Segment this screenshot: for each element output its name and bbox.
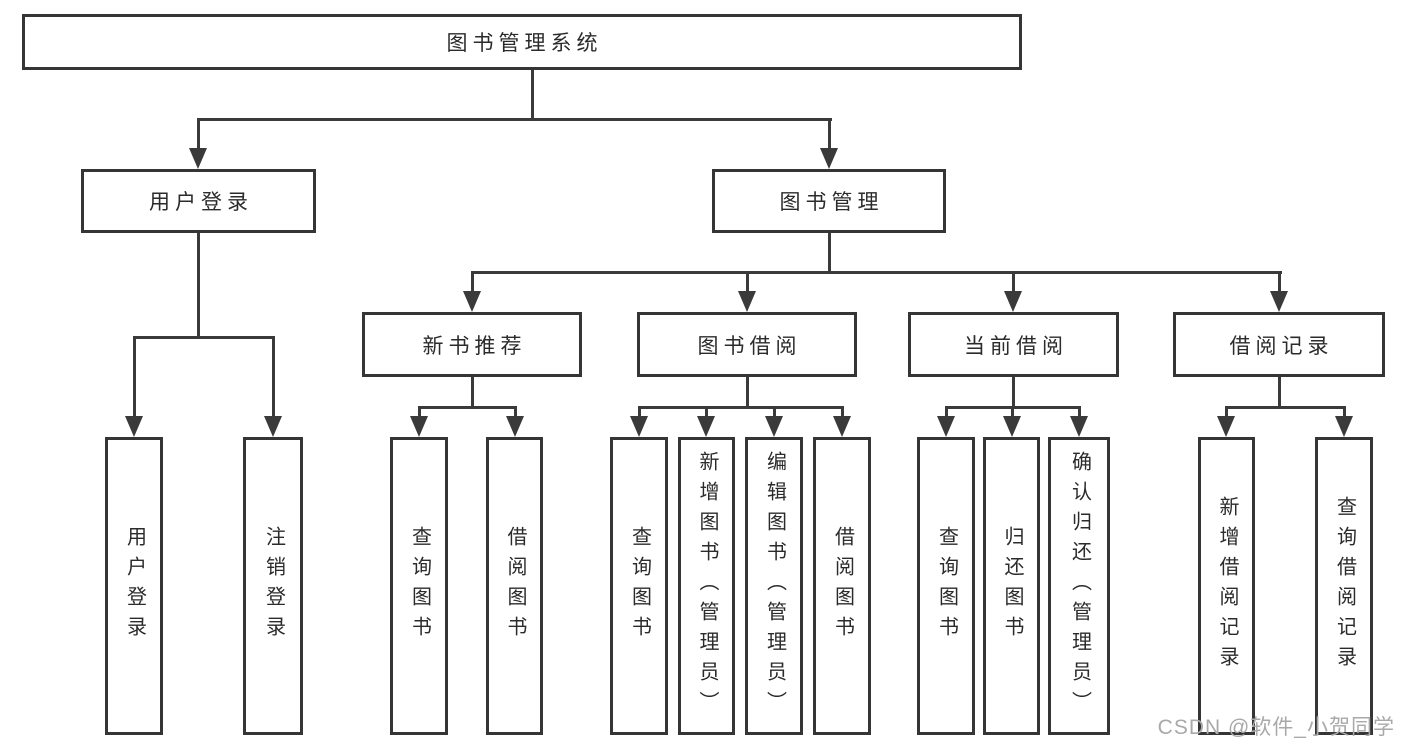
connector-drop-leaf: [133, 339, 136, 419]
connector-drop-leaf: [272, 339, 275, 419]
node-label: 借阅记录: [1229, 334, 1334, 358]
connector-leaf-rail: [638, 406, 844, 409]
connector-branch-drop: [746, 377, 749, 409]
leaf-label: 编辑图书（管理员）: [763, 451, 786, 721]
connector-userlogin-rail: [133, 336, 275, 339]
arrow-down-icon: [1070, 416, 1088, 437]
arrow-down-icon: [1003, 416, 1021, 437]
node-user-login: 用户登录: [81, 169, 316, 233]
leaf-query-books: 查询图书: [917, 437, 975, 735]
connector-drop-leaf: [1011, 409, 1014, 421]
csdn-watermark: CSDN @软件_小贺同学: [1157, 716, 1395, 739]
arrow-down-icon: [765, 416, 783, 437]
leaf-query-books: 查询图书: [610, 437, 668, 735]
connector-drop-leaf: [841, 409, 844, 421]
leaf-label: 查询图书: [935, 526, 958, 646]
connector-drop-leaf: [705, 409, 708, 421]
connector-drop-leaf: [1078, 409, 1081, 421]
connector-drop-book-management: [828, 121, 831, 150]
leaf-query-borrow-record: 查询借阅记录: [1315, 437, 1373, 735]
connector-drop-user-login: [197, 121, 200, 150]
arrow-down-icon: [506, 416, 524, 437]
connector-drop-leaf: [773, 409, 776, 421]
connector-drop-leaf: [1225, 409, 1228, 421]
leaf-query-books: 查询图书: [390, 437, 448, 735]
connector-drop-leaf: [945, 409, 948, 421]
connector-drop-leaf: [638, 409, 641, 421]
leaf-label: 查询借阅记录: [1333, 496, 1356, 676]
leaf-add-book-admin: 新增图书（管理员）: [678, 437, 735, 735]
leaf-return-books: 归还图书: [983, 437, 1040, 735]
arrow-down-icon: [1004, 291, 1022, 312]
connector-branch-drop: [1278, 377, 1281, 409]
arrow-down-icon: [833, 416, 851, 437]
arrow-down-icon: [410, 416, 428, 437]
leaf-label: 确认归还（管理员）: [1068, 451, 1091, 721]
arrow-down-icon: [738, 291, 756, 312]
connector-leaf-rail: [418, 406, 517, 409]
connector-drop-leaf: [418, 409, 421, 421]
node-label: 图书借阅: [697, 334, 802, 358]
node-borrow-records: 借阅记录: [1173, 312, 1385, 377]
leaf-borrow-books: 借阅图书: [813, 437, 871, 735]
leaf-edit-book-admin: 编辑图书（管理员）: [745, 437, 803, 735]
leaf-confirm-return-admin: 确认归还（管理员）: [1048, 437, 1110, 735]
node-label: 用户登录: [149, 191, 253, 214]
leaf-label: 查询图书: [408, 526, 431, 646]
leaf-label: 借阅图书: [504, 526, 526, 646]
connector-branch-drop: [1012, 377, 1015, 409]
leaf-label: 注销登录: [262, 526, 285, 646]
arrow-down-icon: [630, 416, 648, 437]
node-root: 图书管理系统: [22, 14, 1022, 70]
node-book-borrow: 图书借阅: [637, 312, 857, 377]
arrow-down-icon: [463, 291, 481, 312]
arrow-down-icon: [1217, 416, 1235, 437]
leaf-label: 归还图书: [1001, 526, 1023, 646]
connector-branch-drop: [471, 377, 474, 409]
node-label: 新书推荐: [422, 334, 527, 358]
leaf-label: 新增借阅记录: [1216, 496, 1238, 676]
connector-userlogin-drop: [197, 233, 200, 339]
leaf-label: 新增图书（管理员）: [696, 451, 718, 721]
leaf-label: 查询图书: [628, 526, 651, 646]
leaf-user-login: 用户登录: [105, 437, 163, 735]
connector-drop-level3: [1278, 274, 1281, 293]
node-book-management: 图书管理: [712, 169, 946, 233]
leaf-label: 用户登录: [123, 526, 146, 646]
arrow-down-icon: [125, 416, 143, 437]
arrow-down-icon: [820, 148, 838, 169]
arrow-down-icon: [1270, 291, 1288, 312]
node-label: 图书管理: [779, 191, 884, 214]
connector-drop-level3: [471, 274, 474, 293]
connector-leaf-rail: [1225, 406, 1346, 409]
arrow-down-icon: [697, 416, 715, 437]
connector-drop-leaf: [514, 409, 517, 421]
leaf-label: 借阅图书: [831, 526, 854, 646]
connector-level2-rail: [197, 118, 832, 121]
arrow-down-icon: [937, 416, 955, 437]
arrow-down-icon: [189, 148, 207, 169]
leaf-logout: 注销登录: [243, 437, 303, 735]
connector-drop-level3: [1012, 274, 1015, 293]
arrow-down-icon: [264, 416, 282, 437]
node-label: 图书管理系统: [446, 32, 603, 55]
node-new-book-recommend: 新书推荐: [362, 312, 582, 377]
connector-drop-level3: [746, 274, 749, 293]
connector-bookmgmt-drop: [828, 233, 831, 274]
connector-level3-rail: [471, 271, 1282, 274]
node-current-borrow: 当前借阅: [908, 312, 1119, 377]
node-label: 当前借阅: [964, 334, 1068, 358]
leaf-add-borrow-record: 新增借阅记录: [1198, 437, 1255, 735]
leaf-borrow-books: 借阅图书: [486, 437, 543, 735]
arrow-down-icon: [1335, 416, 1353, 437]
connector-drop-leaf: [1343, 409, 1346, 421]
connector-root-drop: [531, 70, 534, 121]
connector-leaf-rail: [945, 406, 1081, 409]
